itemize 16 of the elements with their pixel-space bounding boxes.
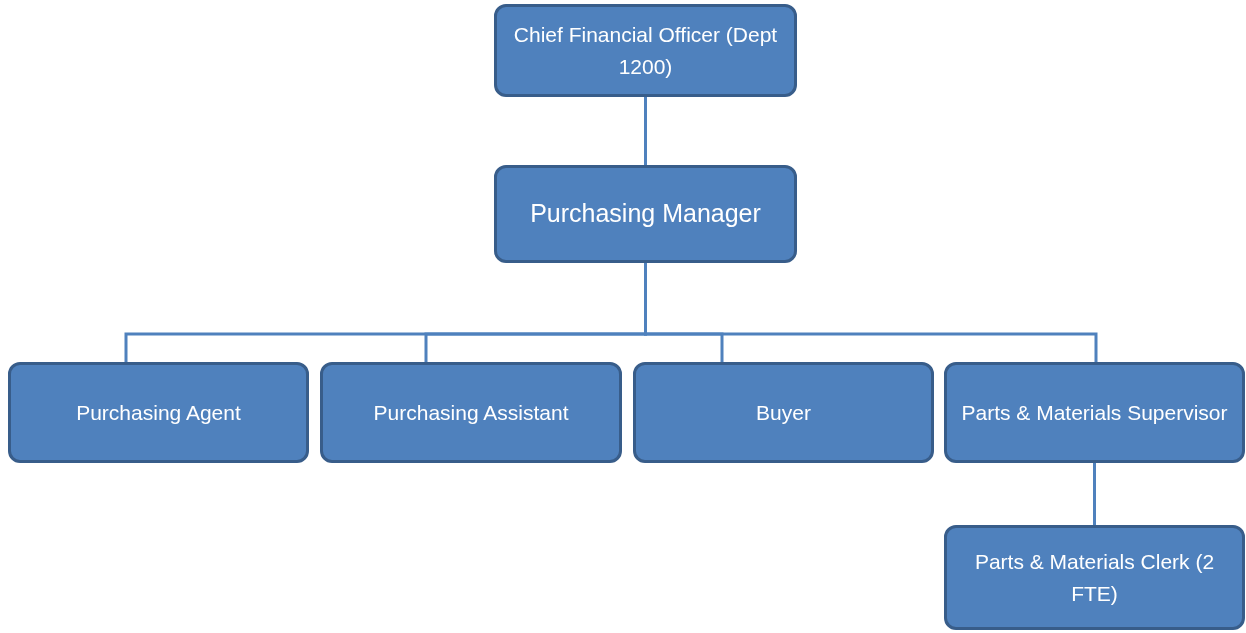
role-box: [8, 362, 309, 463]
role-title: Purchasing Assistant: [373, 399, 569, 426]
role-box: [944, 362, 1245, 463]
role-title: Purchasing Manager: [530, 198, 761, 230]
role-box: [494, 4, 797, 97]
role-box: [320, 362, 622, 463]
role-title: Chief Financial Officer (Dept 1200): [512, 22, 779, 80]
role-box: [494, 165, 797, 263]
role-box: [944, 525, 1245, 630]
connector-line: [644, 97, 647, 165]
role-title: Parts & Materials Supervisor: [961, 399, 1228, 426]
role-title: Parts & Materials Clerk (2 FTE): [973, 549, 1216, 607]
role-title: Purchasing Agent: [76, 399, 241, 426]
connector-line: [1093, 463, 1096, 525]
role-box: [633, 362, 934, 463]
role-title: Buyer: [756, 399, 811, 426]
